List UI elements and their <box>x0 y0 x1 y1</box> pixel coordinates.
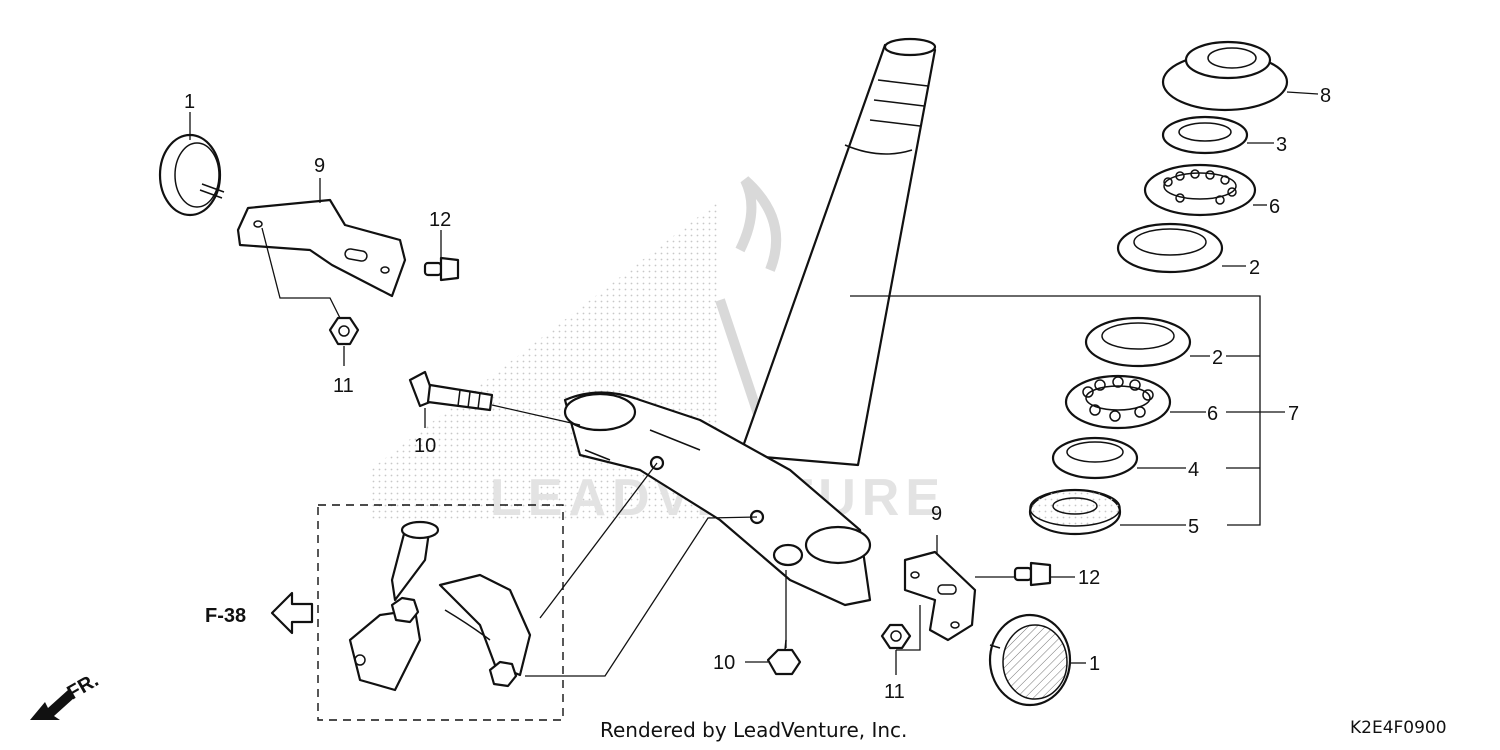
callout-2-top: 2 <box>1249 257 1260 279</box>
adjust-nut-8 <box>1161 40 1289 112</box>
callout-labels: 1 9 12 11 10 8 3 6 2 2 6 7 4 5 9 12 10 1… <box>184 85 1331 703</box>
callout-12-left: 12 <box>429 209 451 231</box>
callout-10-left: 10 <box>414 435 436 457</box>
outer-race-2-mid <box>1084 316 1192 368</box>
bottom-bridge <box>563 391 872 607</box>
callout-5: 5 <box>1188 516 1199 538</box>
bolt-12-right <box>1013 561 1052 587</box>
bolt-10-bottom <box>766 639 802 676</box>
outer-race-2-top <box>1116 222 1224 274</box>
callout-7: 7 <box>1288 403 1299 425</box>
callout-1-right: 1 <box>1089 653 1100 675</box>
callout-10-bottom: 10 <box>713 652 735 674</box>
bearing-6-mid <box>1064 374 1172 430</box>
inner-race-3 <box>1161 115 1249 155</box>
callout-11-left: 11 <box>333 375 354 397</box>
bolt-10-left <box>408 370 494 412</box>
bolt-12-left <box>423 256 460 282</box>
callout-2-mid: 2 <box>1212 347 1223 369</box>
render-credit: Rendered by LeadVenture, Inc. <box>600 718 908 742</box>
front-direction: FR. <box>30 669 102 720</box>
f38-label: F-38 <box>205 605 246 627</box>
callout-8: 8 <box>1320 85 1331 107</box>
inner-race-4 <box>1051 436 1139 480</box>
callout-6-top: 6 <box>1269 196 1280 218</box>
inset-box <box>317 504 564 721</box>
callout-6-mid: 6 <box>1207 403 1218 425</box>
bearing-6-top <box>1143 163 1257 217</box>
bracket-left <box>236 198 407 298</box>
dust-cap-right <box>988 613 1072 707</box>
nut-11-right <box>880 623 912 650</box>
bracket-right <box>903 550 977 642</box>
callout-12-right: 12 <box>1078 567 1100 589</box>
leader-lines <box>189 91 1319 677</box>
diagram-code: K2E4F0900 <box>1350 718 1447 738</box>
watermark-flame-icon <box>735 176 782 272</box>
callout-9-left: 9 <box>314 155 325 177</box>
f38-arrow-icon <box>270 591 314 635</box>
callout-1-left: 1 <box>184 91 195 113</box>
steering-stem <box>738 37 937 467</box>
callout-4: 4 <box>1188 459 1199 481</box>
callout-11-right: 11 <box>884 681 905 703</box>
dust-seal-5 <box>1028 488 1122 536</box>
dust-cap-left <box>158 133 225 217</box>
nut-11-left <box>328 316 360 346</box>
callout-9-right: 9 <box>931 503 942 525</box>
f38-reference: F-38 <box>205 591 314 635</box>
callout-3: 3 <box>1276 134 1287 156</box>
front-arrow-icon <box>30 690 74 720</box>
